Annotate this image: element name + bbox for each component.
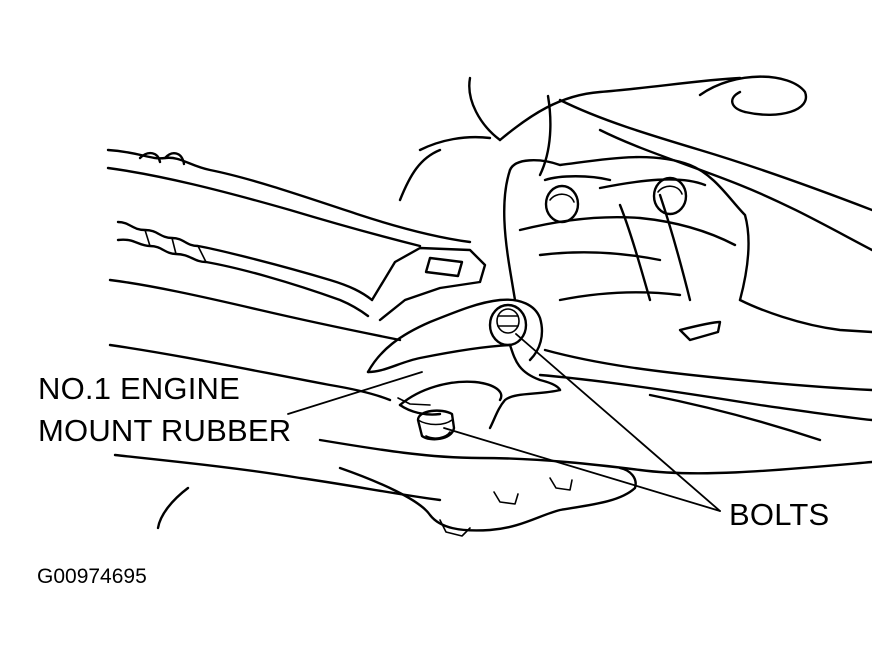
mount-rubber-bracket	[366, 298, 562, 430]
subframe-right	[538, 298, 872, 442]
bracket-top-bolt-left	[544, 184, 580, 224]
engine-side-bracket	[503, 155, 750, 302]
mount-bolt-lower	[416, 409, 456, 441]
leader-line-mount-rubber	[287, 371, 423, 415]
bolts-label: BOLTS	[729, 497, 830, 532]
mount-rubber-label-line1: NO.1 ENGINE	[38, 371, 241, 406]
mount-bolt-upper	[488, 303, 528, 347]
hose-bracket	[370, 246, 487, 322]
leader-lines-bolts	[443, 333, 721, 512]
bracket-top-bolt-right	[652, 176, 688, 216]
upper-hose	[106, 148, 472, 248]
engine-block-outline	[398, 75, 872, 252]
braided-hose	[108, 220, 402, 342]
mount-rubber-label-line2: MOUNT RUBBER	[38, 413, 292, 448]
figure-code: G00974695	[37, 565, 147, 588]
lower-subframe	[108, 343, 872, 537]
